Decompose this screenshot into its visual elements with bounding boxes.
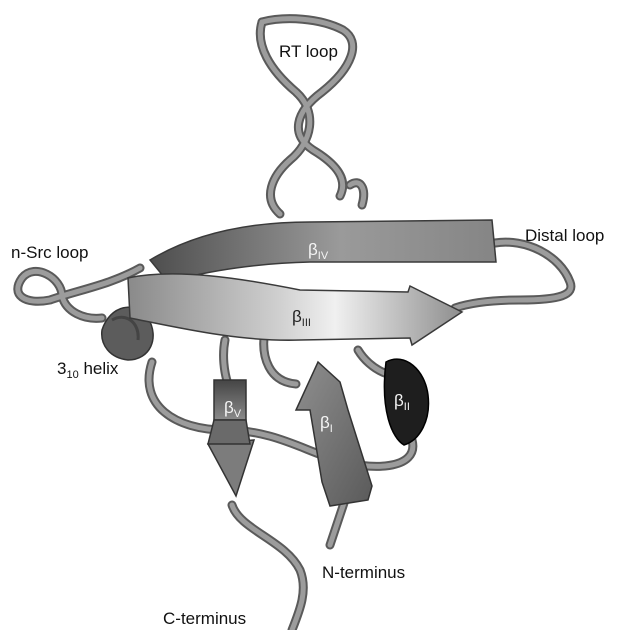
310-helix-label: 310 helix (57, 359, 119, 381)
beta-i-strand (296, 362, 372, 506)
helix-subscript-text: 10 (66, 369, 78, 381)
n-src-loop-label: n-Src loop (11, 243, 88, 262)
rt-loop-label: RT loop (279, 42, 338, 61)
distal-loop-label: Distal loop (525, 226, 604, 245)
n-terminus-label: N-terminus (322, 563, 405, 582)
helix-suffix-text: helix (79, 359, 119, 378)
c-terminus-label: C-terminus (163, 609, 246, 628)
helix-base-text: 3 (57, 359, 66, 378)
